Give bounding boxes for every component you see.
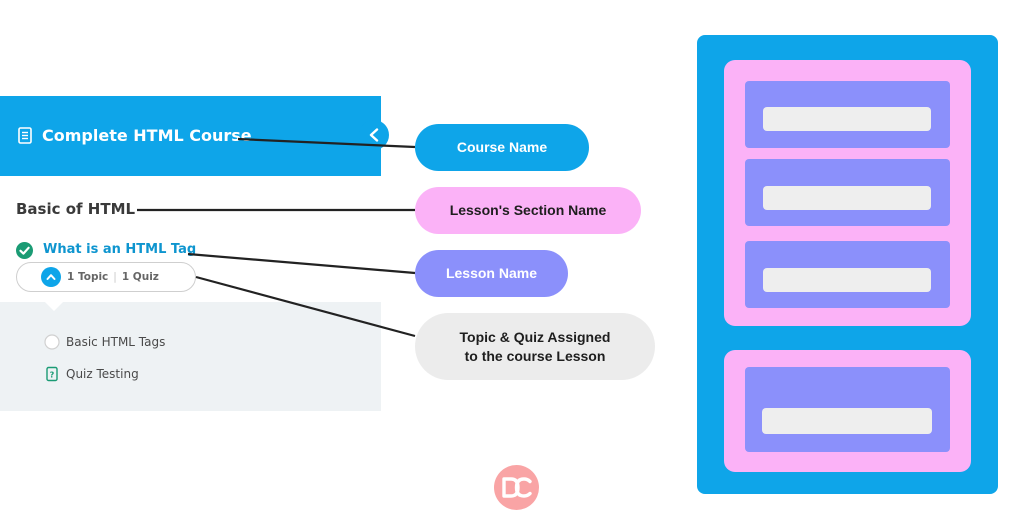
- dc-logo: [494, 465, 539, 510]
- quiz-count: 1 Quiz: [121, 271, 159, 283]
- quiz-item[interactable]: ? Quiz Testing: [44, 366, 139, 382]
- legend-course-label: Course Name: [456, 139, 548, 155]
- pointer-caret: [44, 301, 64, 311]
- legend-course-name: Course Name: [415, 124, 589, 171]
- quiz-icon: ?: [46, 366, 58, 382]
- document-icon: [18, 127, 32, 144]
- connector-lesson: [187, 252, 416, 275]
- expand-toggle-button[interactable]: [41, 267, 61, 287]
- check-circle-icon: [16, 242, 33, 259]
- chevron-left-icon: [369, 128, 379, 142]
- course-header: Complete HTML Course: [0, 96, 389, 176]
- circle-outline-icon: [44, 334, 60, 350]
- lesson-topics-panel: [0, 301, 381, 411]
- legend-lesson-label: Lesson Name: [445, 265, 538, 281]
- legend-topic-line2: to the course Lesson: [464, 347, 606, 364]
- chevron-up-icon: [46, 274, 56, 280]
- legend-lesson-name: Lesson Name: [415, 250, 568, 297]
- course-title: Complete HTML Course: [42, 126, 252, 145]
- quiz-label: Quiz Testing: [66, 367, 139, 381]
- legend-topic-text: Topic & Quiz Assigned to the course Less…: [460, 328, 611, 366]
- legend-section-label: Lesson's Section Name: [449, 202, 607, 218]
- lesson-link[interactable]: What is an HTML Tag: [43, 242, 197, 257]
- lesson-meta-text: 1 Topic | 1 Quiz: [67, 271, 159, 283]
- topic-block: [763, 107, 931, 131]
- topic-count: 1 Topic: [67, 271, 109, 283]
- connector-course: [237, 137, 416, 149]
- topic-block: [763, 268, 931, 292]
- topic-label: Basic HTML Tags: [66, 335, 166, 349]
- topic-block: [762, 408, 932, 434]
- meta-separator: |: [113, 271, 117, 283]
- topic-block: [763, 186, 931, 210]
- svg-text:?: ?: [50, 371, 55, 380]
- section-title: Basic of HTML: [16, 200, 136, 218]
- topic-item[interactable]: Basic HTML Tags: [44, 334, 165, 350]
- legend-section-name: Lesson's Section Name: [415, 187, 641, 234]
- legend-topic-quiz: Topic & Quiz Assigned to the course Less…: [415, 313, 655, 380]
- dc-logo-mark: [502, 477, 532, 498]
- connector-topic: [195, 275, 416, 338]
- lesson-content-toggle[interactable]: 1 Topic | 1 Quiz: [16, 262, 196, 292]
- legend-topic-line1: Topic & Quiz Assigned: [459, 328, 611, 345]
